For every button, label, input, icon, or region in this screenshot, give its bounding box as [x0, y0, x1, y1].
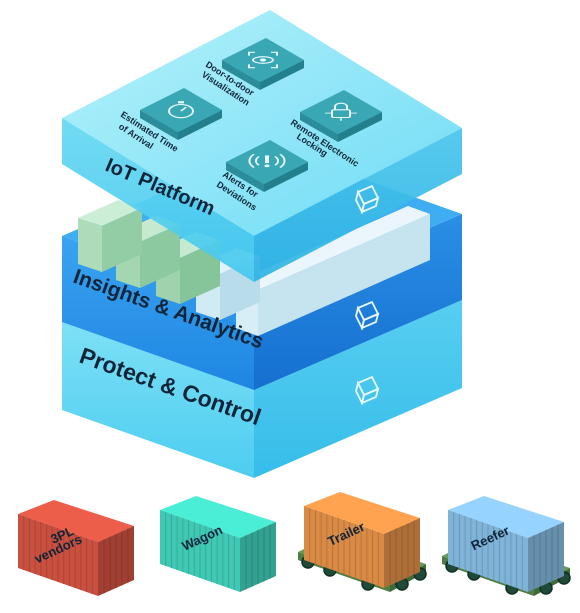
- cube-icon-protect: [355, 375, 380, 406]
- cube-icon-insights: [355, 300, 380, 331]
- padlock-circuit-icon: [325, 102, 357, 121]
- eye-scan-icon: [248, 51, 278, 69]
- container-top-wagon: [160, 496, 276, 538]
- container-reefer: Reefer: [442, 496, 571, 596]
- data-blocks: [78, 200, 430, 336]
- cube-icon-iot: [355, 184, 380, 215]
- layer-protect-right-face: [254, 300, 462, 478]
- container-trailer: Trailer: [298, 492, 427, 592]
- container-wagon: Wagon: [160, 496, 276, 592]
- container-top-trailer: [304, 492, 420, 534]
- container-top-vendors: [18, 500, 134, 542]
- stopwatch-icon: [168, 101, 194, 119]
- container-top-reefer: [448, 496, 564, 538]
- layer-iot-platform: IoT Platform: [62, 10, 462, 282]
- layer-iot-top-face: [62, 10, 462, 236]
- feature-tile-eta: Estimated Time of Arrival: [117, 88, 222, 154]
- layer-iot-front-face: [62, 118, 254, 282]
- layer-insights-left-face: [62, 236, 254, 390]
- layer-protect-left-face: [62, 322, 254, 478]
- alert-signal-icon: [248, 153, 286, 168]
